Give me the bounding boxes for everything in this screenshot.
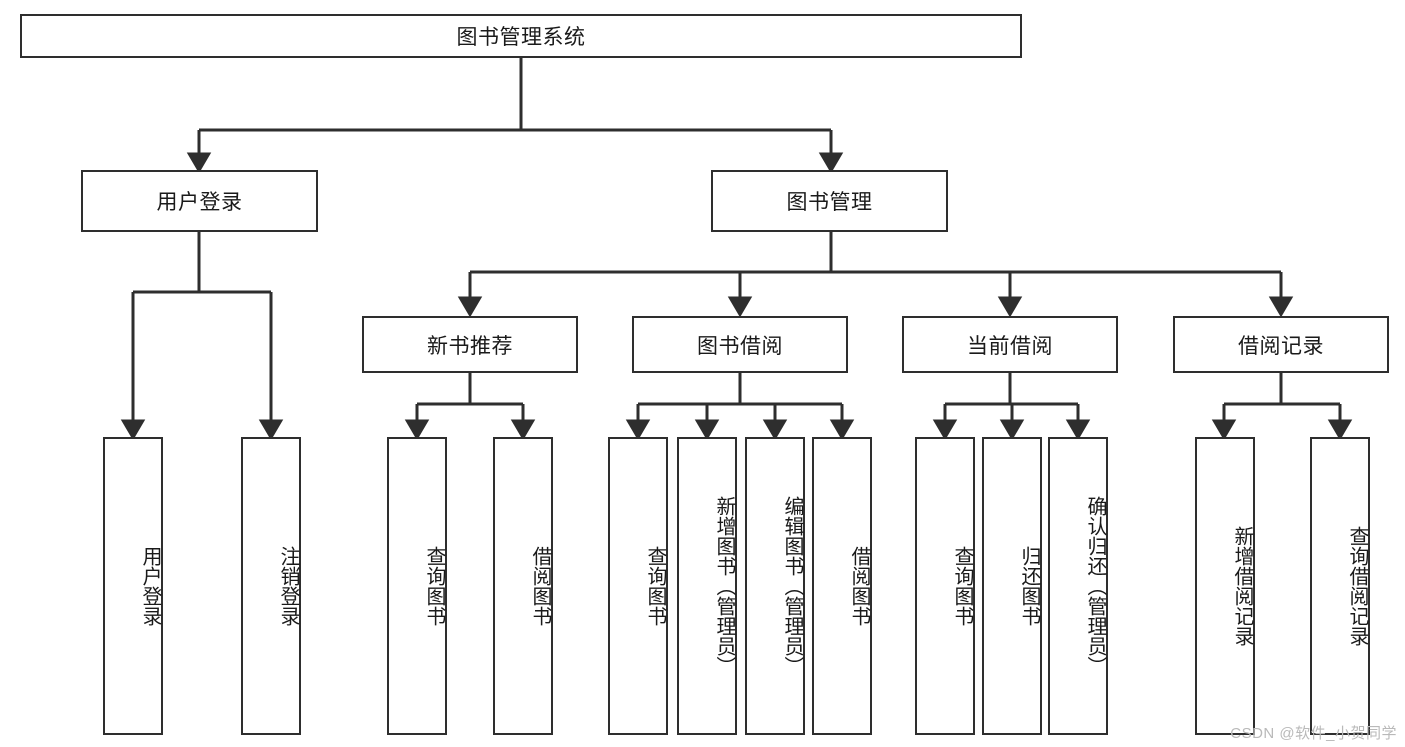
node-leaf-return-book-label: 归还图书: [1018, 546, 1040, 626]
node-leaf-edit-book-label: 编辑图书（管理员）: [781, 496, 803, 676]
node-leaf-borrow-book-2-label: 借阅图书: [848, 546, 870, 626]
node-current-borrow-label: 当前借阅: [967, 334, 1053, 358]
node-new-book-rec-label: 新书推荐: [427, 334, 513, 358]
node-book-manage[interactable]: 图书管理: [711, 170, 948, 232]
node-leaf-logout-label: 注销登录: [277, 546, 299, 626]
node-book-borrow[interactable]: 图书借阅: [632, 316, 848, 373]
node-leaf-borrow-book-1-label: 借阅图书: [529, 546, 551, 626]
node-borrow-record[interactable]: 借阅记录: [1173, 316, 1389, 373]
node-root-label: 图书管理系统: [456, 26, 586, 49]
node-leaf-query-book-3[interactable]: 查询图书: [915, 437, 975, 735]
node-leaf-confirm-return[interactable]: 确认归还（管理员）: [1048, 437, 1108, 735]
node-leaf-add-record[interactable]: 新增借阅记录: [1195, 437, 1255, 735]
node-leaf-query-book-2[interactable]: 查询图书: [608, 437, 668, 735]
node-leaf-query-record[interactable]: 查询借阅记录: [1310, 437, 1370, 735]
node-leaf-query-book-1-label: 查询图书: [423, 546, 445, 626]
node-current-borrow[interactable]: 当前借阅: [902, 316, 1118, 373]
node-leaf-confirm-return-label: 确认归还（管理员）: [1084, 496, 1106, 676]
node-leaf-query-book-3-label: 查询图书: [951, 546, 973, 626]
node-leaf-query-book-2-label: 查询图书: [644, 546, 666, 626]
node-new-book-rec[interactable]: 新书推荐: [362, 316, 578, 373]
node-leaf-return-book[interactable]: 归还图书: [982, 437, 1042, 735]
node-user-login-label: 用户登录: [156, 191, 243, 214]
node-leaf-user-login[interactable]: 用户登录: [103, 437, 163, 735]
node-leaf-add-book[interactable]: 新增图书（管理员）: [677, 437, 737, 735]
watermark-text: CSDN @软件_小贺同学: [1230, 725, 1397, 742]
node-root[interactable]: 图书管理系统: [20, 14, 1022, 58]
node-leaf-user-login-label: 用户登录: [139, 546, 161, 626]
node-user-login[interactable]: 用户登录: [81, 170, 318, 232]
node-book-manage-label: 图书管理: [786, 191, 873, 214]
node-borrow-record-label: 借阅记录: [1238, 334, 1324, 358]
node-leaf-borrow-book-1[interactable]: 借阅图书: [493, 437, 553, 735]
node-leaf-edit-book[interactable]: 编辑图书（管理员）: [745, 437, 805, 735]
node-leaf-logout[interactable]: 注销登录: [241, 437, 301, 735]
node-leaf-query-book-1[interactable]: 查询图书: [387, 437, 447, 735]
node-book-borrow-label: 图书借阅: [697, 334, 783, 358]
node-leaf-add-record-label: 新增借阅记录: [1231, 526, 1253, 646]
node-leaf-add-book-label: 新增图书（管理员）: [713, 496, 735, 676]
node-leaf-query-record-label: 查询借阅记录: [1346, 526, 1368, 646]
node-leaf-borrow-book-2[interactable]: 借阅图书: [812, 437, 872, 735]
